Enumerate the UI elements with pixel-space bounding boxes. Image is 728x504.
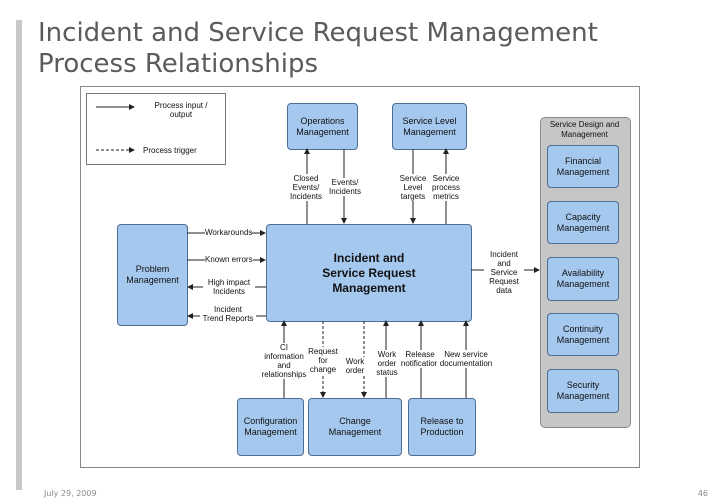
legend — [86, 93, 226, 165]
label-workarounds: Workarounds — [205, 228, 253, 237]
slide-title: Incident and Service Request Management … — [38, 18, 598, 80]
configuration-management-box: Configuration Management — [237, 398, 304, 456]
change-management-box: Change Management — [308, 398, 402, 456]
label-closed-events: Closed Events/ Incidents — [283, 174, 329, 201]
service-design-title: Service Design and Management — [549, 120, 620, 139]
label-high-impact: High impact Incidents — [203, 278, 255, 296]
legend-input-output-label: Process input / output — [154, 101, 208, 119]
availability-management-box: Availability Management — [547, 257, 619, 301]
label-work-order-status: Work order status — [373, 350, 401, 377]
capacity-management-box: Capacity Management — [547, 201, 619, 244]
label-work-order: Work order — [341, 357, 369, 375]
title-line-1: Incident and Service Request Management — [38, 18, 598, 48]
label-service-process-metrics: Service process metrics — [427, 174, 465, 201]
service-level-management-box: Service Level Management — [392, 103, 467, 150]
financial-management-box: Financial Management — [547, 145, 619, 188]
slide-accent-bar — [16, 20, 22, 490]
problem-management-box: Problem Management — [117, 224, 188, 326]
label-service-level-targets: Service Level targets — [395, 174, 431, 201]
footer-date: July 29, 2009 — [44, 489, 97, 498]
label-events-incidents: Events/ Incidents — [324, 178, 366, 196]
security-management-box: Security Management — [547, 369, 619, 413]
label-known-errors: Known errors — [205, 255, 253, 264]
operations-management-box: Operations Management — [287, 103, 358, 150]
label-ci-information: CI information and relationships — [258, 343, 310, 379]
footer-page-number: 46 — [697, 489, 708, 498]
incident-service-request-box: Incident and Service Request Management — [266, 224, 472, 322]
label-incident-data: Incident and Service Request data — [484, 250, 524, 295]
label-trend-reports: Incident Trend Reports — [200, 305, 256, 323]
legend-trigger-label: Process trigger — [143, 146, 197, 155]
label-request-for-change: Request for change — [305, 347, 341, 374]
title-line-2: Process Relationships — [38, 49, 319, 79]
continuity-management-box: Continuity Management — [547, 313, 619, 356]
label-new-service-doc: New service documentation — [437, 350, 495, 368]
release-to-production-box: Release to Production — [408, 398, 476, 456]
label-release-notification: Release notification — [399, 350, 441, 368]
